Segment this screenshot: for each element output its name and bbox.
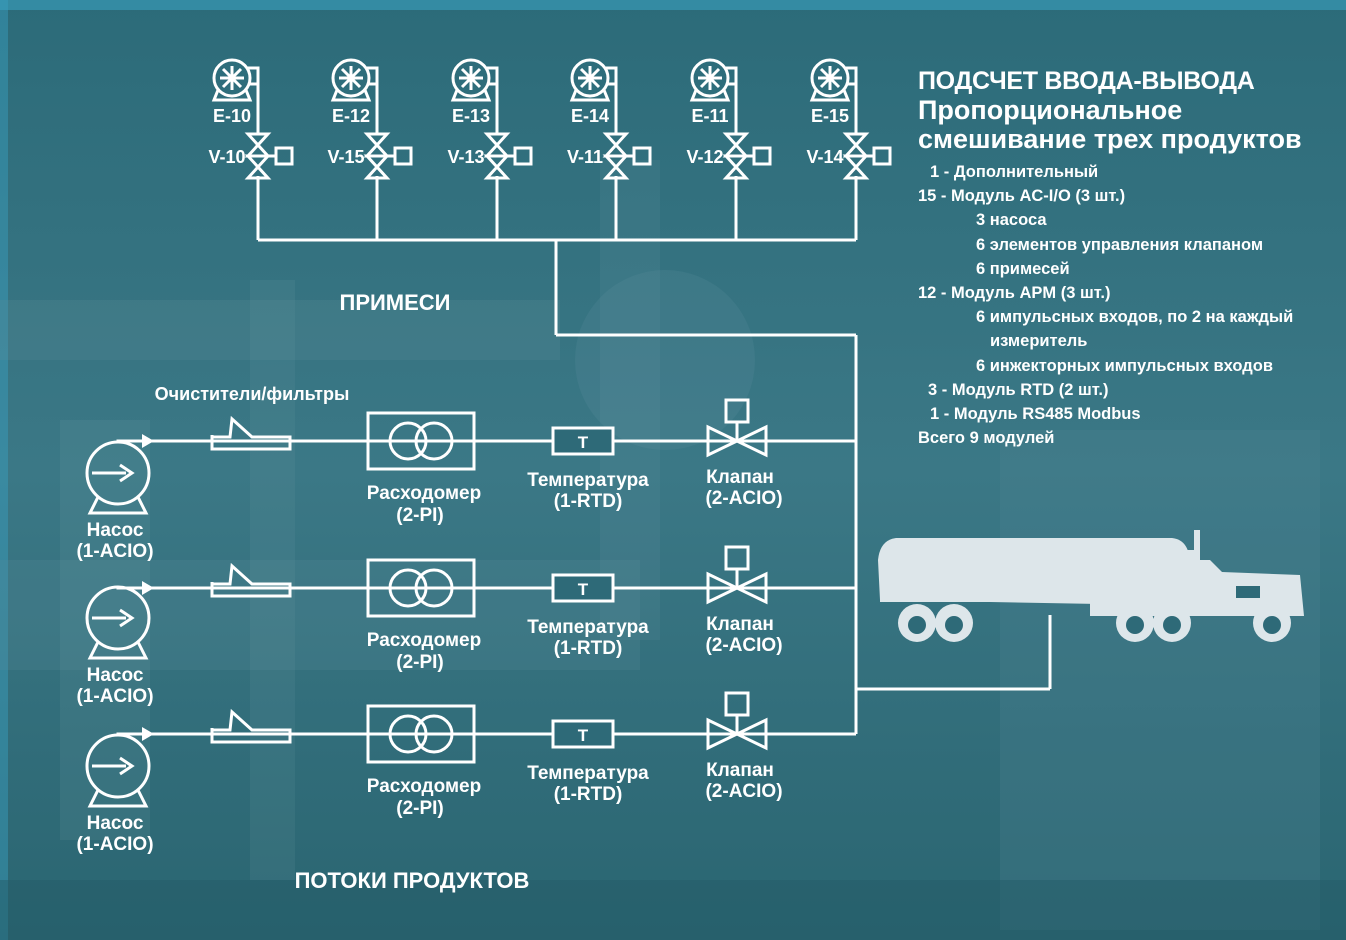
pump-label: Насос (87, 813, 144, 834)
valve-tag: V-12 (686, 147, 723, 167)
pump-label: Насос (87, 520, 144, 541)
additive-unit: E-12V-15 (327, 58, 413, 240)
flowmeter-label: Расходомер (367, 630, 481, 651)
temperature-sensor-symbol: T (578, 580, 589, 599)
pump-label: Насос (87, 665, 144, 686)
control-valve-icon (706, 691, 768, 750)
control-valve-icon (706, 398, 768, 457)
product-line: Насос(1-ACIO) Расходомер(2-PI) T Температур… (76, 691, 856, 855)
motor-icon (810, 58, 858, 102)
summary-item: 3 насоса (976, 211, 1047, 230)
motor-tag: E-13 (452, 106, 490, 126)
temperature-io-label: (1-RTD) (554, 491, 623, 512)
valve-io-label: (2-ACIO) (705, 635, 782, 656)
panel-title: ПОДСЧЕТ ВВОДА-ВЫВОДА (918, 67, 1255, 95)
flowmeter-label: Расходомер (367, 776, 481, 797)
motor-tag: E-10 (213, 106, 251, 126)
temperature-io-label: (1-RTD) (554, 638, 623, 659)
filters-label: Очистители/фильтры (155, 384, 350, 404)
temperature-label: Температура (527, 617, 649, 638)
valve-label: Клапан (706, 760, 774, 781)
flowmeter-label: Расходомер (367, 483, 481, 504)
summary-item: 6 инжекторных импульсных входов (976, 356, 1273, 375)
valve-tag: V-11 (567, 147, 603, 167)
summary-item: 1 - Дополнительный (930, 163, 1099, 181)
control-valve-icon (246, 132, 294, 180)
control-valve-icon (706, 545, 768, 604)
summary-item: 1 - Модуль RS485 Modbus (930, 405, 1141, 424)
motor-icon (570, 58, 618, 102)
summary-item: 6 элементов управления клапаном (976, 235, 1264, 254)
additive-units: E-10V-10 E-12V-15 E-13V-13 E-14V-11 E-11V-12… (208, 58, 892, 240)
valve-tag: V-13 (447, 147, 484, 167)
pump-io-label: (1-ACIO) (76, 686, 153, 707)
pump-icon (85, 585, 151, 660)
additive-unit: E-11V-12 (686, 58, 772, 240)
filter-icon (210, 417, 292, 451)
temperature-sensor-symbol: T (578, 433, 589, 452)
summary-item: 3 - Модуль RTD (2 шт.) (928, 380, 1109, 399)
filter-icon (210, 710, 292, 744)
motor-icon (331, 58, 379, 102)
panel-subtitle-line2: смешивание трех продуктов (918, 124, 1302, 154)
product-lines: Насос(1-ACIO)Расходомер(2-PI)TТемператур… (76, 398, 856, 855)
control-valve-icon (604, 132, 652, 180)
valve-tag: V-15 (327, 147, 364, 167)
additive-unit: E-13V-13 (447, 58, 533, 240)
control-valve-icon (724, 132, 772, 180)
additive-unit: E-15V-14 (806, 58, 892, 240)
valve-io-label: (2-ACIO) (705, 781, 782, 802)
pump-icon (85, 733, 151, 808)
additives-section-label: ПРИМЕСИ (340, 290, 451, 315)
temperature-io-label: (1-RTD) (554, 784, 623, 805)
pump-io-label: (1-ACIO) (76, 541, 153, 562)
valve-io-label: (2-ACIO) (705, 488, 782, 509)
temperature-label: Температура (527, 470, 649, 491)
flowmeter-io-label: (2-PI) (396, 652, 444, 673)
filter-icon (210, 564, 292, 598)
summary-item: 6 примесей (976, 259, 1070, 278)
io-summary-list: 1 - Дополнительный 15 - Модуль AC-I/O (3 … (918, 160, 1346, 450)
pump-icon (85, 440, 151, 515)
panel-subtitle-line1: Пропорциональное (918, 95, 1183, 125)
motor-tag: E-15 (811, 106, 849, 126)
pump-io-label: (1-ACIO) (76, 834, 153, 855)
product-line: Насос(1-ACIO) Расходомер(2-PI) T Температур… (76, 398, 856, 562)
motor-icon (690, 58, 738, 102)
valve-label: Клапан (706, 467, 774, 488)
summary-item: 6 импульсных входов, по 2 на каждый (976, 308, 1294, 327)
summary-item: 15 - Модуль AC-I/O (3 шт.) (918, 187, 1126, 206)
additive-unit: E-10V-10 (208, 58, 294, 240)
control-valve-icon (365, 132, 413, 180)
motor-tag: E-11 (691, 106, 728, 126)
summary-item: измеритель (990, 332, 1088, 351)
motor-icon (451, 58, 499, 102)
flowmeter-io-label: (2-PI) (396, 505, 444, 526)
summary-item: Всего 9 модулей (918, 429, 1055, 448)
valve-tag: V-10 (208, 147, 245, 167)
valve-tag: V-14 (806, 147, 843, 167)
tanker-truck-icon (878, 530, 1304, 642)
additive-unit: E-14V-11 (567, 58, 652, 240)
products-section-label: ПОТОКИ ПРОДУКТОВ (295, 868, 530, 893)
control-valve-icon (844, 132, 892, 180)
temperature-sensor-symbol: T (578, 726, 589, 745)
motor-tag: E-14 (571, 106, 609, 126)
motor-tag: E-12 (332, 106, 370, 126)
io-count-panel: ПОДСЧЕТ ВВОДА-ВЫВОДА Пропорциональное см… (918, 66, 1346, 450)
temperature-label: Температура (527, 763, 649, 784)
product-line: Насос(1-ACIO) Расходомер(2-PI) T Температур… (76, 545, 856, 707)
flowmeter-io-label: (2-PI) (396, 798, 444, 819)
motor-icon (212, 58, 260, 102)
summary-item: 12 - Модуль APM (3 шт.) (918, 284, 1111, 303)
additive-manifold (258, 238, 1052, 734)
valve-label: Клапан (706, 614, 774, 635)
control-valve-icon (485, 132, 533, 180)
